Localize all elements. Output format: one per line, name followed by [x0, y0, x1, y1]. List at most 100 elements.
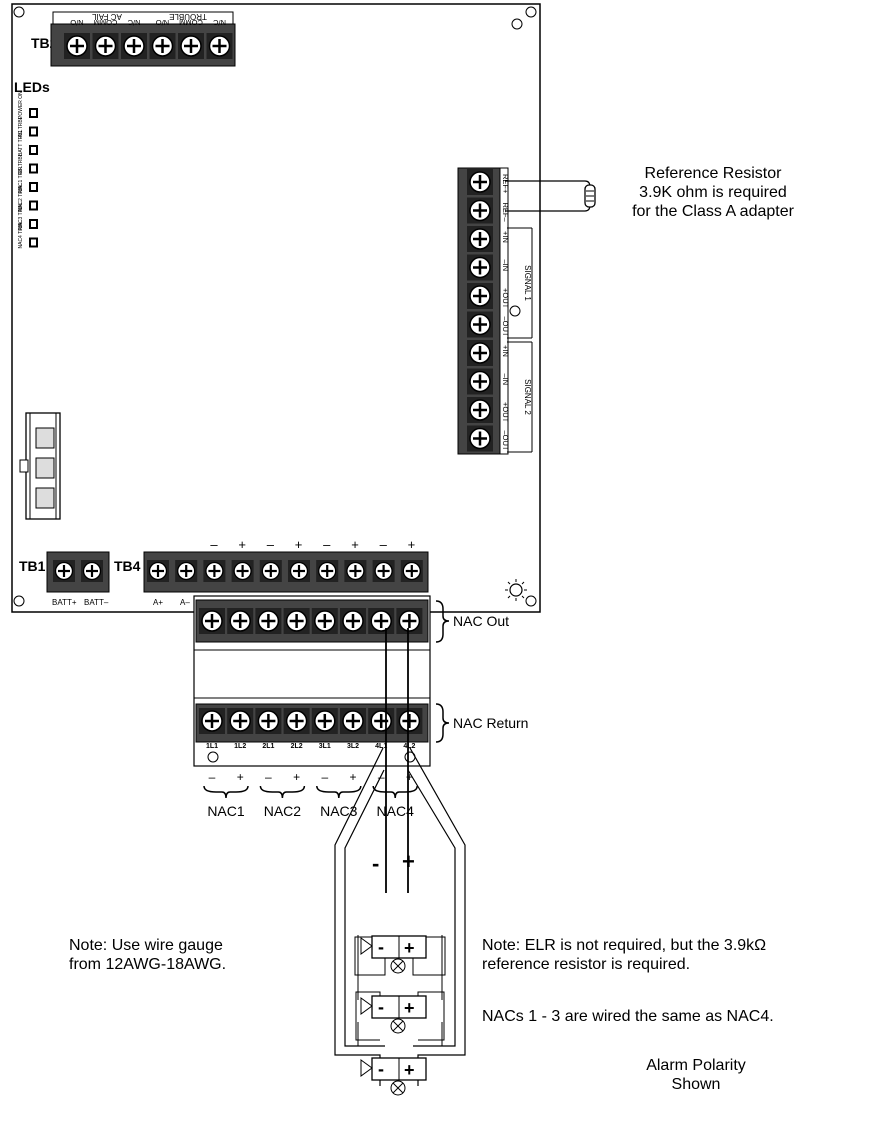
alarm-polarity-line1: Alarm Polarity [646, 1057, 746, 1074]
tb4-a-minus: A– [180, 598, 190, 607]
nac-out-screw-terminal [366, 606, 396, 636]
tb4-screw-terminal [145, 558, 171, 584]
reference-note-line2: 3.9K ohm is required [639, 184, 787, 201]
tb4-polarity-mark: + [238, 537, 246, 552]
nac-return-terminal-label: 4L1 [375, 743, 387, 750]
led-indicator [29, 108, 38, 118]
tb2-group-ac-fail: AC FAIL [92, 12, 122, 21]
tb4-polarity-mark: – [267, 537, 275, 552]
device-plus-terminal: + [404, 1060, 415, 1080]
tb4-screw-terminal [315, 558, 340, 584]
led-indicator [29, 163, 38, 174]
elr-note: Note: ELR is not required, but the 3.9kΩ… [482, 936, 766, 974]
notification-device: -+ [360, 995, 427, 1034]
led-indicator [29, 145, 38, 155]
nac-out-label: NAC Out [453, 613, 509, 629]
field-wiring: - + -+-+-+ [334, 628, 466, 1096]
nac-return-screw-terminal [395, 706, 424, 736]
signal-terminal-label: –IN [501, 374, 510, 386]
nac-polarity-mark: + [406, 770, 413, 784]
main-panel [11, 3, 541, 613]
tb4-a-plus: A+ [153, 598, 163, 607]
led-indicator [29, 237, 38, 248]
signal-screw-terminal [465, 424, 495, 453]
led-label: POWER ON [18, 91, 24, 119]
nac-out-screw-terminal [395, 606, 424, 636]
nac-return-screw-terminal [282, 706, 311, 736]
led-label: NAC2 TRBL [18, 184, 24, 212]
device-plus-terminal: + [404, 998, 415, 1018]
notification-device: -+ [360, 935, 427, 974]
tb1-batt-minus: BATT– [84, 598, 109, 607]
nac-return-terminal-label: 1L1 [206, 743, 218, 750]
led-label: AC TRBL [18, 116, 24, 137]
nac-out-screw-terminal [282, 606, 311, 636]
signal-screw-terminal [465, 310, 495, 339]
tb2-group-trouble: TROUBLE [169, 12, 207, 21]
nac-out-screw-terminal [254, 606, 283, 636]
signal-terminal-label: REF– [501, 203, 510, 223]
tb4-screw-terminal [174, 558, 199, 584]
signal-screw-terminal [465, 395, 495, 425]
nac-group-label: NAC3 [320, 803, 358, 819]
loop-minus: - [372, 851, 379, 876]
nac-polarity-mark: – [265, 770, 272, 784]
tb2-terminal-label: COMM [94, 18, 118, 27]
loop-plus: + [402, 849, 415, 874]
led-label: NAC4 TRBL [18, 221, 24, 249]
nac-return-terminal-label: 1L2 [234, 743, 246, 750]
tb2-terminal-label: N/O [156, 18, 170, 27]
reference-note-line3: for the Class A adapter [632, 203, 794, 220]
nac-out-screw-terminal [225, 606, 255, 636]
signal-terminal-label: –OUT [501, 317, 510, 337]
tb2-screw-terminal [91, 31, 120, 61]
nac-return-terminal-label: 2L1 [262, 743, 274, 750]
tb4-polarity-mark: – [210, 537, 218, 552]
signal-screw-terminal [465, 253, 495, 282]
nac-polarity-mark: + [237, 770, 244, 784]
signal2-label: SIGNAL 2 [523, 379, 532, 415]
led-indicator [29, 219, 38, 229]
device-minus-terminal: - [378, 937, 384, 957]
horn-icon [360, 1059, 373, 1077]
wire-gauge-line1: Note: Use wire gauge [69, 937, 223, 954]
signal-terminal-label: +IN [501, 231, 510, 243]
tb4-polarity-mark: + [408, 537, 416, 552]
tb4-label: TB4 [114, 558, 141, 574]
signal-terminal-label: +IN [501, 345, 510, 357]
signal-screw-terminal [465, 167, 495, 197]
signal1-label: SIGNAL 1 [523, 265, 532, 301]
signal-screw-terminal [465, 338, 495, 368]
nac-polarity-mark: – [321, 770, 328, 784]
nac-group-brace [203, 785, 249, 799]
elr-line2: reference resistor is required. [482, 956, 691, 973]
nac-group-brace [316, 785, 362, 799]
signal-terminal-label: REF+ [501, 174, 510, 194]
signal-screw-terminal [465, 224, 495, 254]
nac-return-screw-terminal [197, 706, 227, 736]
nac-group-brace [372, 785, 418, 799]
leds-label: LEDs [14, 79, 50, 95]
led-indicator [29, 182, 38, 192]
nac-return-terminal-label: 3L2 [347, 743, 359, 750]
tb1-terminal-block: TB1 BATT+ BATT– [19, 551, 110, 607]
nac-return-screw-terminal [338, 706, 368, 736]
led-label: NAC3 TRBL [18, 202, 24, 230]
nac-return-label: NAC Return [453, 715, 528, 731]
wire-gauge-note: Note: Use wire gauge from 12AWG-18AWG. [69, 936, 226, 974]
tb2-screw-terminal [176, 31, 206, 61]
nac-return-terminal-label: 3L1 [319, 743, 331, 750]
nacs-note: NACs 1 - 3 are wired the same as NAC4. [482, 1008, 774, 1025]
tb2-terminal-label: N/C [212, 18, 226, 27]
device-minus-terminal: - [378, 1059, 384, 1079]
tb4-terminal-block: TB4 –+–+–+–+ A+ A– [114, 537, 429, 607]
horn-icon [360, 937, 373, 955]
nac-return-screw-terminal [225, 706, 255, 736]
nac-return-terminal-label: 4L2 [403, 743, 415, 750]
tb4-screw-terminal [399, 558, 424, 584]
nac-polarity-mark: – [209, 770, 216, 784]
